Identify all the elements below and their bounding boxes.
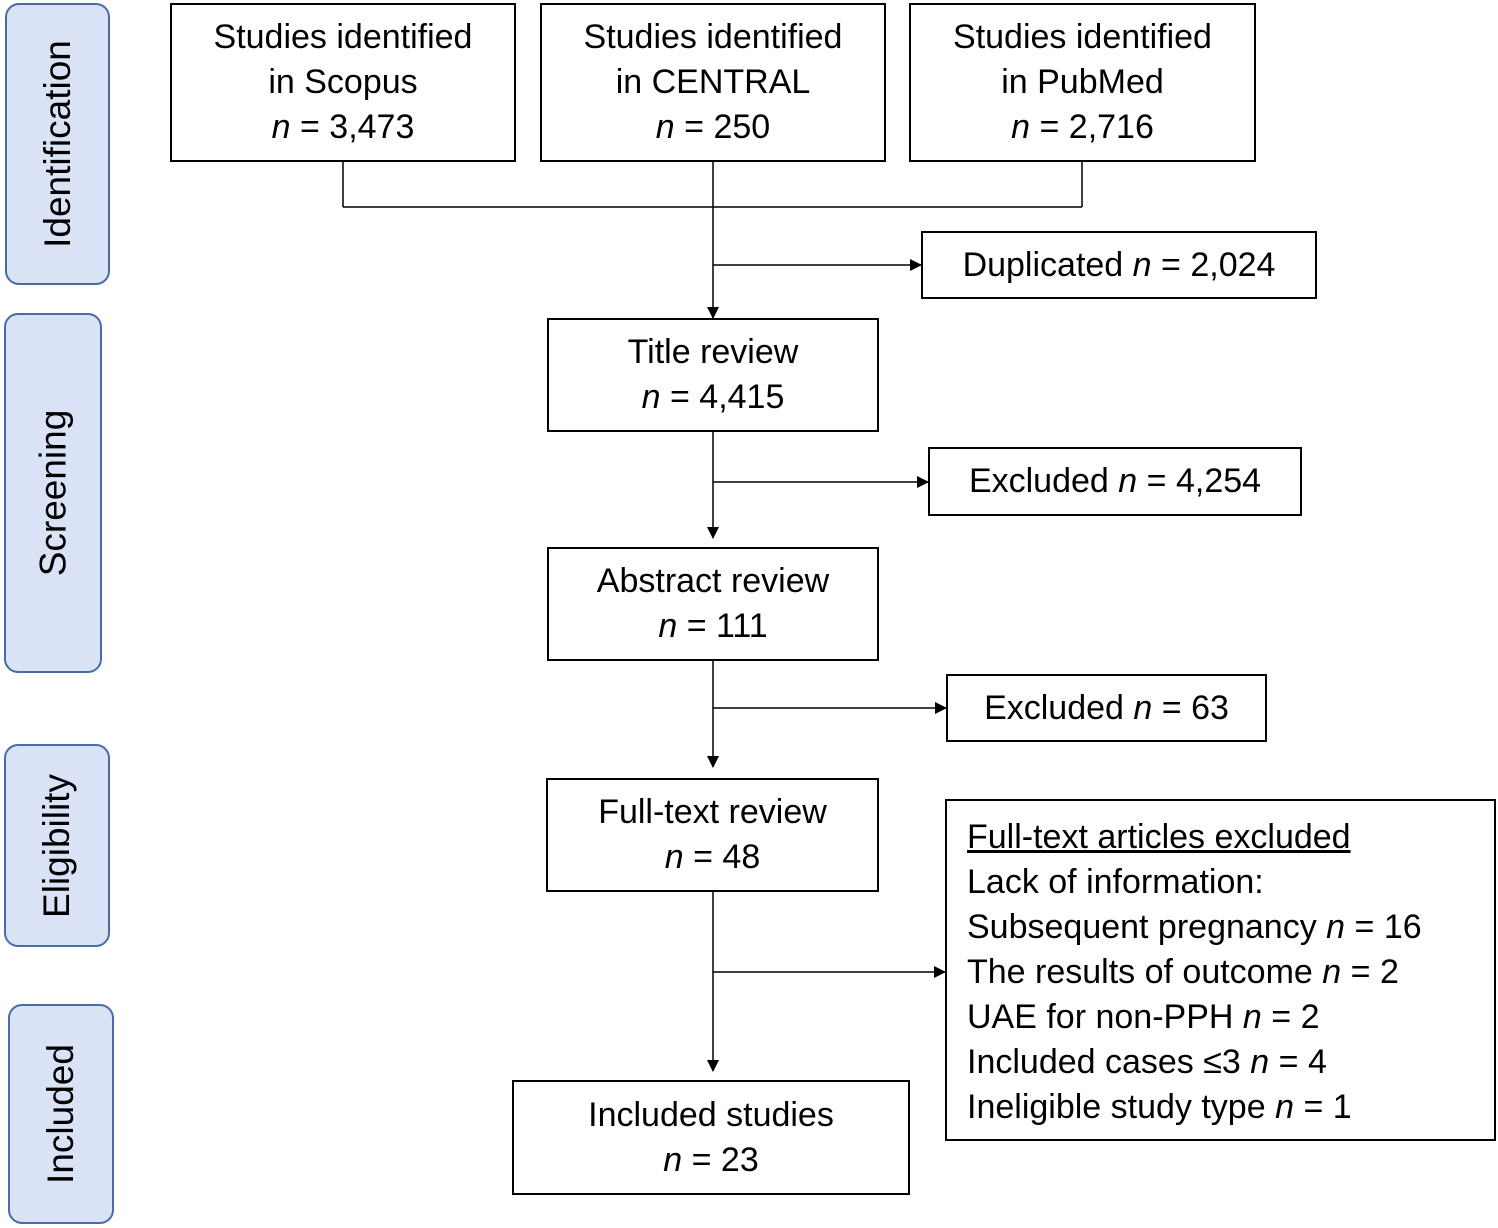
phase-identification-label: Identification xyxy=(36,40,78,248)
n-symbol: n xyxy=(1275,1088,1295,1126)
included-studies-count-row: n = 23 xyxy=(663,1138,759,1183)
source-pubmed-box: Studies identified in PubMed n = 2,716 xyxy=(909,3,1256,162)
exclusion-reason: UAE for non-PPH n = 2 xyxy=(967,995,1494,1040)
phase-identification: Identification xyxy=(5,3,110,285)
fulltext-review-count: = 48 xyxy=(693,838,761,876)
source-scopus-line1: Studies identified xyxy=(213,18,473,56)
title-review-count: = 4,415 xyxy=(669,378,785,416)
title-review-count-row: n = 4,415 xyxy=(642,375,785,420)
source-pubmed-count-row: n = 2,716 xyxy=(1011,105,1154,150)
exclusion-reason-label: UAE for non-PPH xyxy=(967,998,1234,1036)
fulltext-review-count-row: n = 48 xyxy=(665,835,761,880)
fulltext-review-label: Full-text review xyxy=(598,793,827,831)
duplicated-box: Duplicated n = 2,024 xyxy=(921,231,1317,299)
duplicated-row: Duplicated n = 2,024 xyxy=(963,243,1276,288)
source-pubmed-line1: Studies identified xyxy=(953,18,1212,56)
excluded-title-box: Excluded n = 4,254 xyxy=(928,447,1302,516)
n-symbol: n xyxy=(1242,998,1262,1036)
source-central-box: Studies identified in CENTRAL n = 250 xyxy=(540,3,886,162)
excluded-title-label: Excluded xyxy=(968,462,1109,500)
exclusion-reason: The results of outcome n = 2 xyxy=(967,950,1494,995)
excluded-abstract-label: Excluded xyxy=(984,688,1124,727)
source-scopus-count: = 3,473 xyxy=(299,108,415,146)
abstract-review-box: Abstract review n = 111 xyxy=(547,547,879,661)
source-central-count-row: n = 250 xyxy=(656,105,770,150)
exclusion-reason-count: = 2 xyxy=(1271,998,1320,1036)
included-studies-label: Included studies xyxy=(588,1095,834,1134)
exclusion-reason: Subsequent pregnancy n = 16 xyxy=(967,905,1494,950)
fulltext-review-box: Full-text review n = 48 xyxy=(546,778,879,892)
excluded-abstract-box: Excluded n = 63 xyxy=(946,674,1267,742)
n-symbol: n xyxy=(1011,108,1031,146)
phase-screening-label: Screening xyxy=(32,409,74,577)
source-scopus-box: Studies identified in Scopus n = 3,473 xyxy=(170,3,516,162)
exclusion-reason-count: = 1 xyxy=(1303,1088,1352,1126)
exclusion-reason-label: Included cases ≤3 xyxy=(967,1043,1241,1081)
exclusion-reason-count: = 16 xyxy=(1354,908,1422,946)
phase-eligibility: Eligibility xyxy=(4,744,110,947)
included-studies-box: Included studies n = 23 xyxy=(512,1080,910,1195)
duplicated-count: = 2,024 xyxy=(1161,245,1276,284)
exclusion-reason-label: Ineligible study type xyxy=(967,1088,1266,1126)
excluded-title-count: = 4,254 xyxy=(1146,462,1262,500)
exclusion-reason: Ineligible study type n = 1 xyxy=(967,1085,1494,1130)
n-symbol: n xyxy=(655,108,675,146)
title-review-box: Title review n = 4,415 xyxy=(547,318,879,432)
n-symbol: n xyxy=(663,1140,683,1179)
n-symbol: n xyxy=(1118,462,1138,500)
n-symbol: n xyxy=(1322,953,1342,991)
duplicated-label: Duplicated xyxy=(962,245,1124,284)
source-central-line2: in CENTRAL xyxy=(615,63,811,101)
n-symbol: n xyxy=(271,108,291,146)
included-studies-count: = 23 xyxy=(691,1140,759,1179)
fulltext-excluded-subheading: Lack of information: xyxy=(967,863,1264,901)
n-symbol: n xyxy=(658,607,678,645)
excluded-abstract-row: Excluded n = 63 xyxy=(984,686,1229,731)
n-symbol: n xyxy=(641,378,661,416)
phase-included-label: Included xyxy=(40,1044,82,1184)
phase-included: Included xyxy=(8,1004,114,1224)
abstract-review-count-row: n = 111 xyxy=(658,604,767,649)
source-scopus-count-row: n = 3,473 xyxy=(272,105,415,150)
exclusion-reason-count: = 2 xyxy=(1350,953,1399,991)
abstract-review-count: = 111 xyxy=(686,607,768,645)
exclusion-reason-count: = 4 xyxy=(1278,1043,1327,1081)
fulltext-excluded-heading: Full-text articles excluded xyxy=(967,818,1351,856)
title-review-label: Title review xyxy=(627,333,799,371)
abstract-review-label: Abstract review xyxy=(596,562,830,600)
exclusion-reason-label: Subsequent pregnancy xyxy=(967,908,1317,946)
n-symbol: n xyxy=(1250,1043,1270,1081)
phase-screening: Screening xyxy=(4,313,102,673)
source-pubmed-line2: in PubMed xyxy=(1001,63,1164,101)
source-central-count: = 250 xyxy=(684,108,771,146)
excluded-abstract-count: = 63 xyxy=(1161,688,1229,727)
phase-eligibility-label: Eligibility xyxy=(36,773,77,918)
n-symbol: n xyxy=(1326,908,1346,946)
n-symbol: n xyxy=(1132,245,1152,284)
exclusion-reason-label: The results of outcome xyxy=(967,953,1313,991)
n-symbol: n xyxy=(664,838,684,876)
source-scopus-line2: in Scopus xyxy=(268,63,418,101)
fulltext-excluded-box: Full-text articles excluded Lack of info… xyxy=(945,799,1496,1141)
n-symbol: n xyxy=(1133,688,1153,727)
excluded-title-row: Excluded n = 4,254 xyxy=(969,459,1261,504)
source-pubmed-count: = 2,716 xyxy=(1039,108,1154,146)
source-central-line1: Studies identified xyxy=(583,18,843,56)
exclusion-reason: Included cases ≤3 n = 4 xyxy=(967,1040,1494,1085)
